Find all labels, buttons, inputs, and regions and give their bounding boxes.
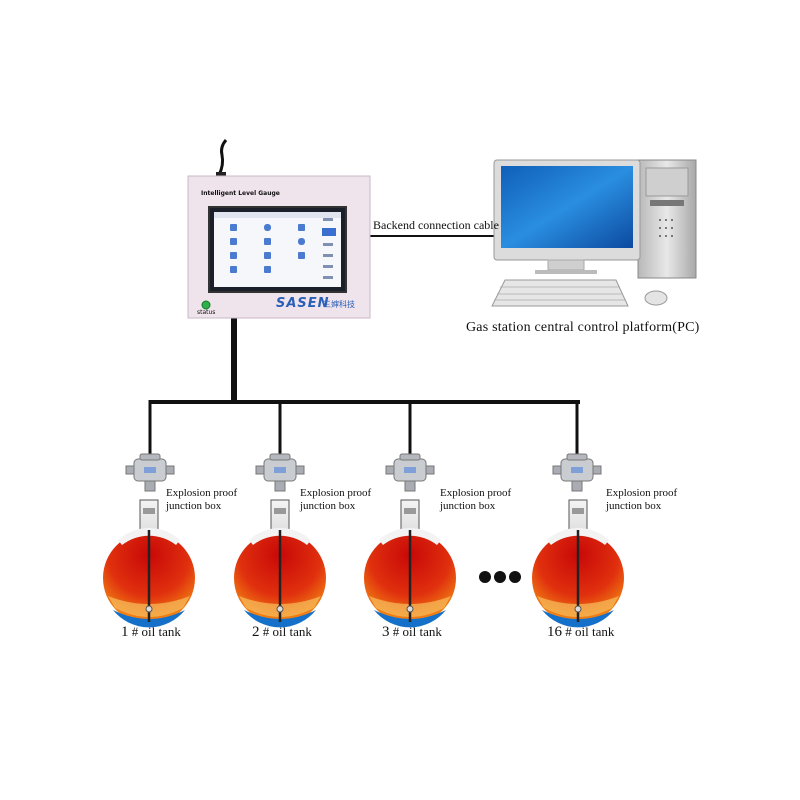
oil-tank-2 — [234, 499, 326, 628]
mouse — [644, 290, 668, 306]
level-gauge-device — [187, 139, 371, 319]
oil-tank-3 — [364, 499, 456, 628]
tank-label-1: 1 # oil tank — [121, 624, 181, 640]
gauge-title: Intelligent Level Gauge — [201, 190, 280, 197]
backend-cable-label: Backend connection cable — [373, 218, 499, 232]
junction-box-3 — [385, 453, 435, 492]
monitor-screen — [501, 166, 633, 248]
tank-label-3: 3 # oil tank — [382, 624, 442, 640]
status-led-icon — [201, 300, 211, 310]
oil-tank-16 — [532, 499, 624, 628]
pc-workstation — [491, 159, 697, 307]
keyboard — [491, 279, 629, 307]
status-label: status — [197, 309, 216, 316]
gauge-brand-cn: 三婶科技 — [323, 300, 355, 309]
wiring — [148, 235, 580, 458]
ellipsis-dots — [479, 571, 521, 583]
pc-label: Gas station central control platform(PC) — [466, 320, 700, 335]
oil-tank-1 — [103, 499, 195, 628]
tank-label-2: 2 # oil tank — [252, 624, 312, 640]
junction-box-16 — [552, 453, 602, 492]
junction-box-1 — [125, 453, 175, 492]
junction-box-2 — [255, 453, 305, 492]
tank-label-16: 16 # oil tank — [547, 624, 615, 640]
gauge-brand-logo: SASEN — [276, 296, 330, 311]
antenna-icon — [217, 139, 228, 176]
screen-icons — [230, 224, 305, 273]
